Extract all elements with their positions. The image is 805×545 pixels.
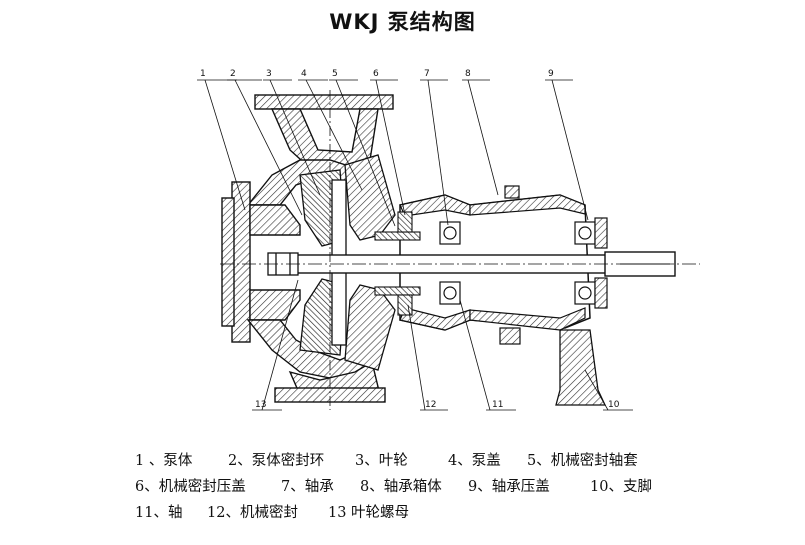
legend-item-pump-body: 1 、泵体 — [135, 453, 193, 469]
legend-item-shaft: 11、轴 — [135, 505, 183, 521]
legend-item-pump-cover: 4、泵盖 — [448, 453, 501, 469]
pump-cover — [344, 154, 396, 371]
legend-item-bearing: 7、轴承 — [281, 479, 334, 495]
legend-row: 11、轴 12、机械密封 13 叶轮螺母 — [135, 500, 775, 526]
callout-11: 11 — [492, 400, 503, 410]
legend-row: 6、机械密封压盖 7、轴承 8、轴承箱体 9、轴承压盖 10、支脚 — [135, 474, 775, 500]
bearings — [439, 221, 596, 305]
legend-item-bearing-housing: 8、轴承箱体 — [360, 479, 442, 495]
callout-8: 8 — [465, 69, 471, 79]
callout-12: 12 — [425, 400, 436, 410]
legend-row: 1 、泵体 2、泵体密封环 3、叶轮 4、泵盖 5、机械密封轴套 — [135, 448, 775, 474]
callout-labels: 1 2 3 4 5 6 7 8 9 10 11 12 13 — [200, 69, 620, 410]
legend-item-support-foot: 10、支脚 — [590, 479, 652, 495]
support-foot — [555, 329, 607, 406]
legend-item-seal-gland: 6、机械密封压盖 — [135, 479, 246, 495]
callout-7: 7 — [424, 69, 430, 79]
legend-item-impeller-nut: 13 叶轮螺母 — [328, 505, 410, 521]
leader-lines — [197, 79, 633, 411]
callout-10: 10 — [608, 400, 620, 410]
callout-4: 4 — [301, 69, 307, 79]
diagram-title: WKJ 泵结构图 — [329, 10, 476, 34]
callout-3: 3 — [266, 69, 272, 79]
callout-9: 9 — [548, 69, 554, 79]
callout-2: 2 — [230, 69, 236, 79]
pump-casing — [221, 94, 394, 403]
legend-item-impeller: 3、叶轮 — [355, 453, 408, 469]
legend-item-bearing-cover: 9、轴承压盖 — [468, 479, 550, 495]
callout-5: 5 — [332, 69, 338, 79]
legend-item-seal-sleeve: 5、机械密封轴套 — [527, 453, 638, 469]
legend-item-mechanical-seal: 12、机械密封 — [207, 505, 298, 521]
parts-legend: 1 、泵体 2、泵体密封环 3、叶轮 4、泵盖 5、机械密封轴套 6、机械密封压… — [135, 448, 775, 526]
callout-13: 13 — [255, 400, 266, 410]
bearing-cover — [594, 217, 608, 309]
callout-6: 6 — [373, 69, 379, 79]
legend-item-casing-seal-ring: 2、泵体密封环 — [228, 453, 325, 469]
callout-1: 1 — [200, 69, 206, 79]
bearing-housing-walls — [399, 185, 586, 345]
